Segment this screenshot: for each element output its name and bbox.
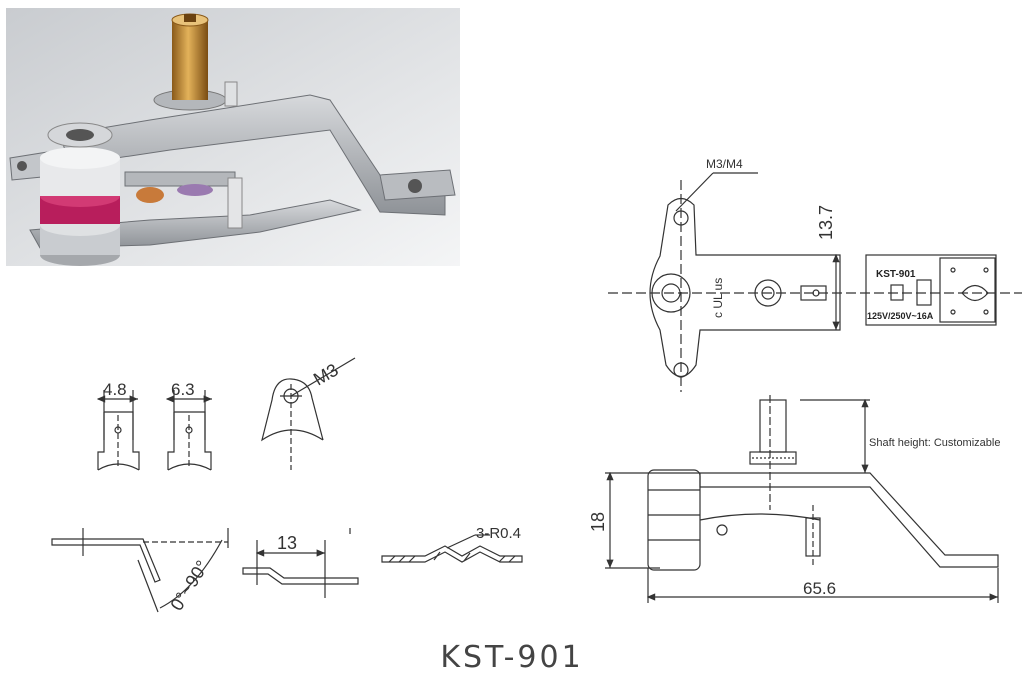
dim-width-a: 4.8 [103, 380, 127, 399]
dim-bend-offset: 13 [277, 533, 297, 553]
mount-ear-detail [261, 357, 356, 470]
side-view-shaft-note: Shaft height: Customizable [869, 437, 1000, 449]
bend-angle-detail [51, 528, 229, 613]
top-view-label-model: KST-901 [876, 269, 916, 280]
top-view-cert-mark: c UL us [711, 278, 725, 318]
top-view-height-dim: 13.7 [816, 205, 836, 240]
top-view-drawing [608, 172, 1022, 392]
side-view-length-dim: 65.6 [803, 579, 836, 598]
product-title: KST-901 [440, 640, 584, 675]
side-view-height-dim: 18 [588, 512, 608, 532]
radius-detail [381, 534, 523, 563]
bend-offset-detail [242, 528, 359, 598]
dim-radius: 3-R0.4 [476, 525, 521, 542]
top-view-label-rating: 125V/250V~16A [867, 311, 934, 321]
terminal-detail-4-8 [96, 390, 140, 471]
terminal-detail-6-3 [165, 390, 212, 471]
top-view-hole-spec: M3/M4 [706, 157, 743, 171]
product-photo [6, 8, 460, 266]
side-view-drawing [605, 395, 999, 603]
dim-bend-angle: 0°~90° [166, 557, 212, 614]
dim-mount-hole: M3 [310, 360, 342, 390]
dim-width-b: 6.3 [171, 380, 195, 399]
